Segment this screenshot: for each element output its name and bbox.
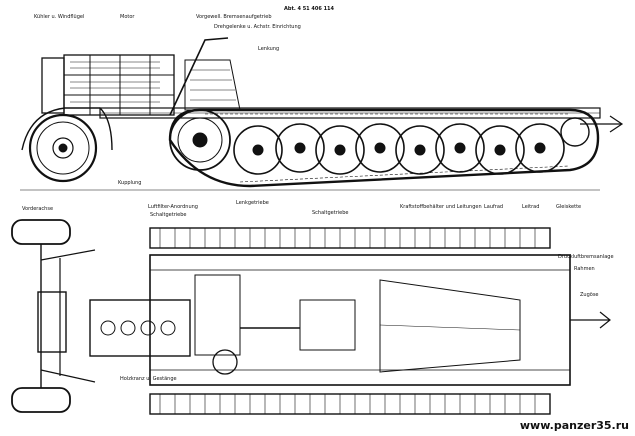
engine-block bbox=[63, 54, 175, 116]
label-kuehler: Kühler u. Windflügel bbox=[34, 14, 85, 20]
front-tire-lower bbox=[11, 387, 71, 413]
label-vorderachse: Vorderachse bbox=[22, 206, 54, 212]
label-holzkranz: Holzkranz u. Gestänge bbox=[120, 376, 177, 382]
label-motor: Motor bbox=[120, 14, 135, 20]
label-kraftstoff: Kraftstoffbehälter und Leitungen bbox=[400, 204, 482, 210]
label-luftfilter: Luftfilter-Anordnung bbox=[148, 204, 198, 210]
radiator bbox=[41, 57, 65, 114]
top-track bbox=[149, 227, 551, 249]
front-wheel bbox=[28, 113, 98, 183]
label-laufrad: Laufrad bbox=[484, 204, 504, 210]
steering-column bbox=[169, 37, 229, 116]
watermark: www.panzer35.ru bbox=[519, 419, 629, 432]
plan-radiator bbox=[37, 291, 67, 353]
label-lenkgetriebe: Lenkgetriebe bbox=[236, 200, 269, 206]
label-schaltgetriebe: Schaltgetriebe bbox=[312, 210, 349, 216]
side-view bbox=[20, 37, 624, 191]
label-druckluft: Druckluftbremsanlage bbox=[558, 254, 614, 260]
label-leitrad: Leitrad bbox=[522, 204, 540, 210]
label-zugoese: Zugöse bbox=[580, 292, 599, 298]
label-lenkung: Lenkung bbox=[258, 46, 280, 52]
doc-number: Abt. 4 51 406 114 bbox=[284, 6, 335, 12]
drive-sprocket bbox=[169, 109, 231, 171]
label-rahmen: Rahmen bbox=[574, 266, 595, 272]
label-schalthebel: Schaltgetriebe bbox=[150, 212, 187, 218]
plan-view bbox=[11, 219, 611, 415]
idler-wheel bbox=[560, 117, 590, 147]
road-wheels bbox=[233, 123, 565, 175]
front-fender bbox=[21, 107, 113, 151]
plan-engine bbox=[89, 299, 191, 357]
label-vorgelege: Vorgewell. Bremsenaufgetrieb bbox=[196, 14, 272, 20]
rear-hitch bbox=[580, 115, 624, 133]
track-loop bbox=[168, 108, 600, 188]
label-kupplung: Kupplung bbox=[118, 180, 142, 186]
label-drehgelenke: Drehgelenke u. Achstr. Einrichtung bbox=[214, 24, 301, 30]
steering-wheel bbox=[212, 349, 238, 375]
label-gleiskette: Gleiskette bbox=[556, 204, 582, 210]
plan-rear-hitch bbox=[570, 311, 611, 329]
bottom-track bbox=[149, 393, 551, 415]
front-tire-upper bbox=[11, 219, 71, 245]
